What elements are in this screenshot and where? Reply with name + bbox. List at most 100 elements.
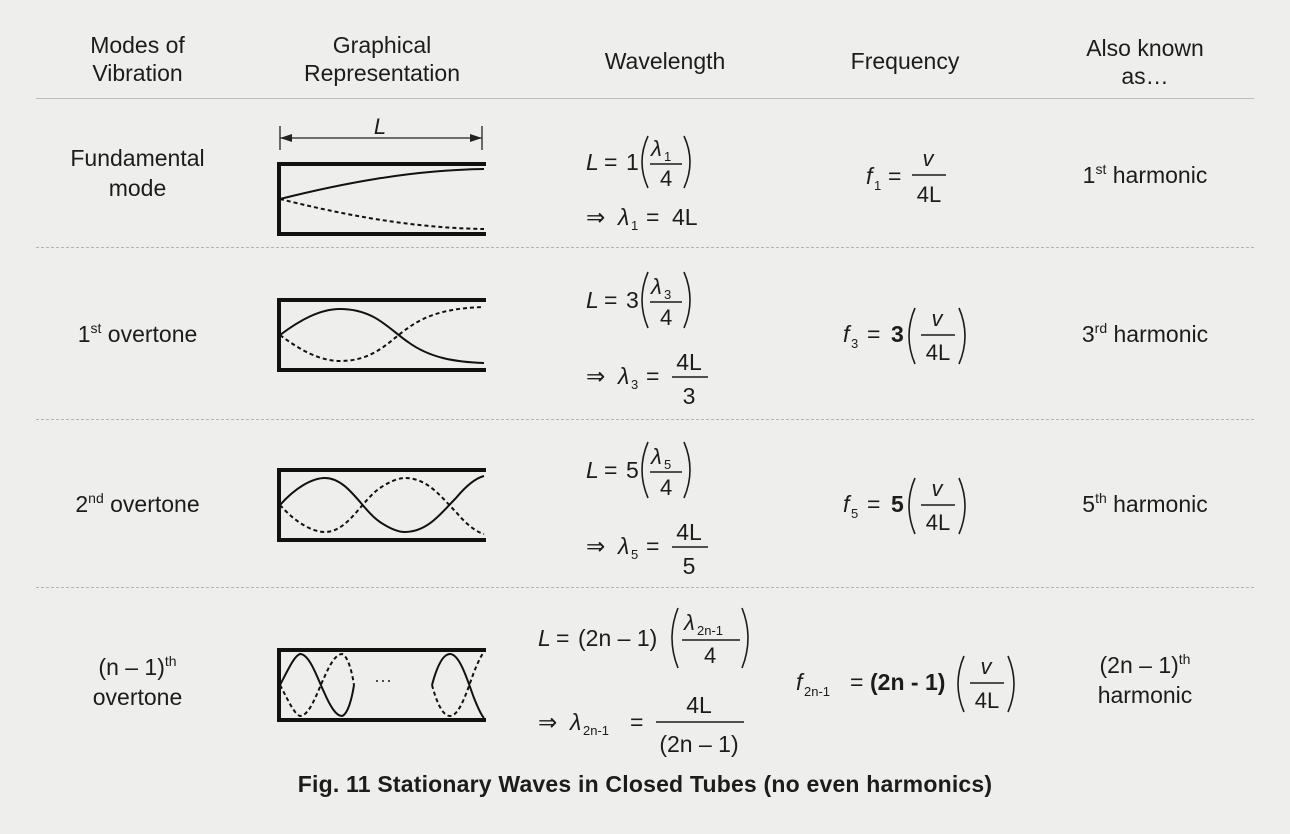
frac-den: 4L — [926, 510, 950, 535]
lambda: λ — [616, 533, 629, 559]
frac-num-lambda: λ — [683, 610, 695, 635]
wave-dashed — [279, 476, 485, 535]
frac-num-sub: 3 — [664, 287, 671, 302]
frac-num-sub: 5 — [664, 457, 671, 472]
lambda-sub: 1 — [631, 218, 638, 233]
harmonic-5th: 5th harmonic — [1082, 490, 1208, 517]
mode-nth-overtone: (n – 1)th overtone — [92, 653, 183, 710]
eq-coef: 5 — [626, 457, 639, 483]
f-sub: 1 — [874, 178, 881, 193]
harmonic-nth: (2n – 1)th harmonic — [1097, 651, 1193, 708]
frac-num: v — [923, 146, 936, 171]
wave-solid — [279, 475, 485, 534]
lambda-rhs: 4L — [672, 204, 698, 230]
lambda: λ — [568, 709, 581, 735]
eq-equals: = — [888, 163, 901, 189]
eq-equals-2: = — [630, 709, 643, 735]
f-sub: 2n-1 — [804, 684, 830, 699]
frequency-eq-nth-overtone: f 2n-1 = (2n - 1) v 4L — [796, 654, 1015, 713]
eq-lhs-L: L — [538, 625, 551, 651]
frequency-eq-fundamental: f 1 = v 4L — [866, 146, 946, 207]
frac-den: 4 — [660, 475, 672, 500]
row-rule-2 — [36, 419, 1254, 420]
header-frequency: Frequency — [850, 48, 960, 74]
eq-coef: 3 — [626, 287, 639, 313]
lambda-sub: 5 — [631, 547, 638, 562]
eq-equals-2: = — [646, 204, 659, 230]
frac-den-2: (2n – 1) — [659, 731, 738, 757]
dimension-arrow-right — [470, 134, 482, 142]
coef: (2n - 1) — [870, 669, 945, 695]
paren-left — [641, 441, 649, 499]
header-wavelength: Wavelength — [604, 48, 726, 74]
frac-num: v — [981, 654, 994, 679]
paren-right — [1007, 655, 1015, 713]
frac-num-lambda: λ — [650, 274, 662, 299]
frac-den: 4L — [917, 182, 941, 207]
eq-equals: = — [556, 625, 569, 651]
paren-right — [958, 307, 966, 365]
frac-num: v — [932, 306, 945, 331]
frac-num-sub: 2n-1 — [697, 623, 723, 638]
f-sub: 5 — [851, 506, 858, 521]
paren-left — [957, 655, 965, 713]
frac-den: 4L — [926, 340, 950, 365]
frequency-eq-1st-overtone: f 3 = 3 v 4L — [843, 306, 966, 365]
wave-solid-right — [431, 652, 485, 719]
eq-lhs-L: L — [586, 457, 599, 483]
implies-arrow: ⇒ — [586, 533, 605, 559]
paren-left — [641, 135, 649, 189]
figure-caption: Fig. 11 Stationary Waves in Closed Tubes… — [297, 771, 993, 797]
paren-right — [683, 271, 691, 329]
frac-num: 4L — [686, 692, 712, 718]
harmonic-3rd: 3rd harmonic — [1081, 320, 1209, 347]
frequency-eq-2nd-overtone: f 5 = 5 v 4L — [843, 476, 966, 535]
frac-num: 4L — [676, 349, 702, 375]
row-rule-3 — [36, 587, 1254, 588]
eq-equals: = — [867, 321, 880, 347]
eq-coef: (2n – 1) — [578, 625, 657, 651]
header-rule — [36, 98, 1254, 99]
ellipsis: ··· — [374, 670, 392, 690]
paren-left — [641, 271, 649, 329]
header-also-known-as: Also known as… — [1086, 35, 1204, 89]
frac-den: 4 — [660, 305, 672, 330]
paren-left — [908, 477, 916, 535]
f-symbol: f — [843, 321, 852, 347]
coef: 3 — [891, 321, 904, 347]
f-symbol: f — [843, 491, 852, 517]
frac-den: 4L — [975, 688, 999, 713]
wave-dashed — [279, 306, 485, 363]
wavelength-eq-fundamental: L = 1 λ 1 4 ⇒ λ 1 = 4L — [586, 135, 698, 233]
lambda: λ — [616, 363, 629, 389]
wavelength-eq-nth-overtone: L = (2n – 1) λ 2n-1 4 ⇒ λ 2n-1 = 4L (2n … — [538, 607, 749, 757]
frac-num-lambda: λ — [650, 136, 662, 161]
harmonic-1st: 1st harmonic — [1082, 161, 1208, 188]
tube-2nd-overtone — [277, 468, 486, 542]
frac-num: v — [932, 476, 945, 501]
paren-left — [908, 307, 916, 365]
wave-solid — [279, 168, 485, 200]
tube-1st-overtone — [277, 298, 486, 372]
wave-dashed-left — [279, 652, 355, 718]
f-sub: 3 — [851, 336, 858, 351]
lambda: λ — [616, 204, 629, 230]
f-symbol: f — [796, 669, 805, 695]
mode-1st-overtone: 1st overtone — [77, 320, 198, 347]
frac-den: 4 — [704, 643, 716, 668]
header-graphical: Graphical Representation — [304, 32, 460, 86]
lambda-sub: 2n-1 — [583, 723, 609, 738]
implies-arrow: ⇒ — [586, 363, 605, 389]
mode-fundamental: Fundamental mode — [70, 145, 205, 201]
f-symbol: f — [866, 163, 875, 189]
wavelength-eq-1st-overtone: L = 3 λ 3 4 ⇒ λ 3 = 4L 3 — [586, 271, 708, 409]
dimension-arrow-left — [280, 134, 292, 142]
implies-arrow: ⇒ — [586, 204, 605, 230]
paren-right — [958, 477, 966, 535]
wave-dashed-right — [431, 651, 485, 718]
eq-equals-2: = — [646, 363, 659, 389]
eq-lhs-L: L — [586, 287, 599, 313]
wave-solid — [279, 307, 485, 364]
eq-equals: = — [604, 457, 617, 483]
